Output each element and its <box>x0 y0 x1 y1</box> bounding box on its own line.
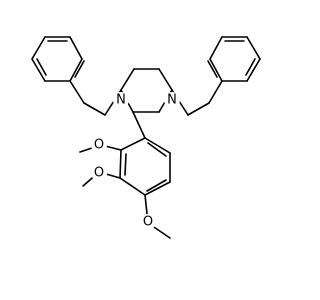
bond <box>144 137 171 154</box>
bond <box>246 58 261 82</box>
nitrogen-atom-right: N <box>164 92 180 108</box>
bond <box>132 111 146 139</box>
bond <box>69 58 83 82</box>
bond <box>207 60 218 78</box>
atom-label: O <box>94 138 104 153</box>
bond <box>74 60 85 78</box>
bond <box>36 58 47 76</box>
bond <box>119 177 146 196</box>
atom-label: N <box>116 93 126 108</box>
bond <box>209 36 223 60</box>
bond <box>69 80 85 104</box>
bond <box>187 102 210 116</box>
molecule-structure: N N O O O <box>31 36 261 239</box>
bond <box>120 137 146 151</box>
bond <box>144 181 171 196</box>
oxygen-atom-3: O <box>140 214 156 230</box>
bond <box>69 36 83 60</box>
bond <box>31 58 46 82</box>
atom-label: N <box>167 93 177 108</box>
nitrogen-atom-left: N <box>113 92 129 108</box>
bond <box>31 36 46 60</box>
bond <box>208 80 223 104</box>
atom-layer: N N O O O <box>91 92 180 230</box>
bond <box>147 142 167 157</box>
bond <box>146 179 167 192</box>
bond <box>246 36 261 60</box>
bond <box>119 149 122 179</box>
oxygen-atom-2: O <box>91 165 107 181</box>
bond <box>158 68 173 91</box>
atom-label: O <box>143 215 153 230</box>
bond <box>124 153 127 176</box>
bond <box>83 102 106 116</box>
bond <box>209 58 223 82</box>
bond <box>245 58 256 76</box>
bond-layer <box>31 36 261 239</box>
oxygen-atom-1: O <box>91 137 107 153</box>
bond <box>120 68 135 91</box>
atom-label: O <box>94 166 104 181</box>
